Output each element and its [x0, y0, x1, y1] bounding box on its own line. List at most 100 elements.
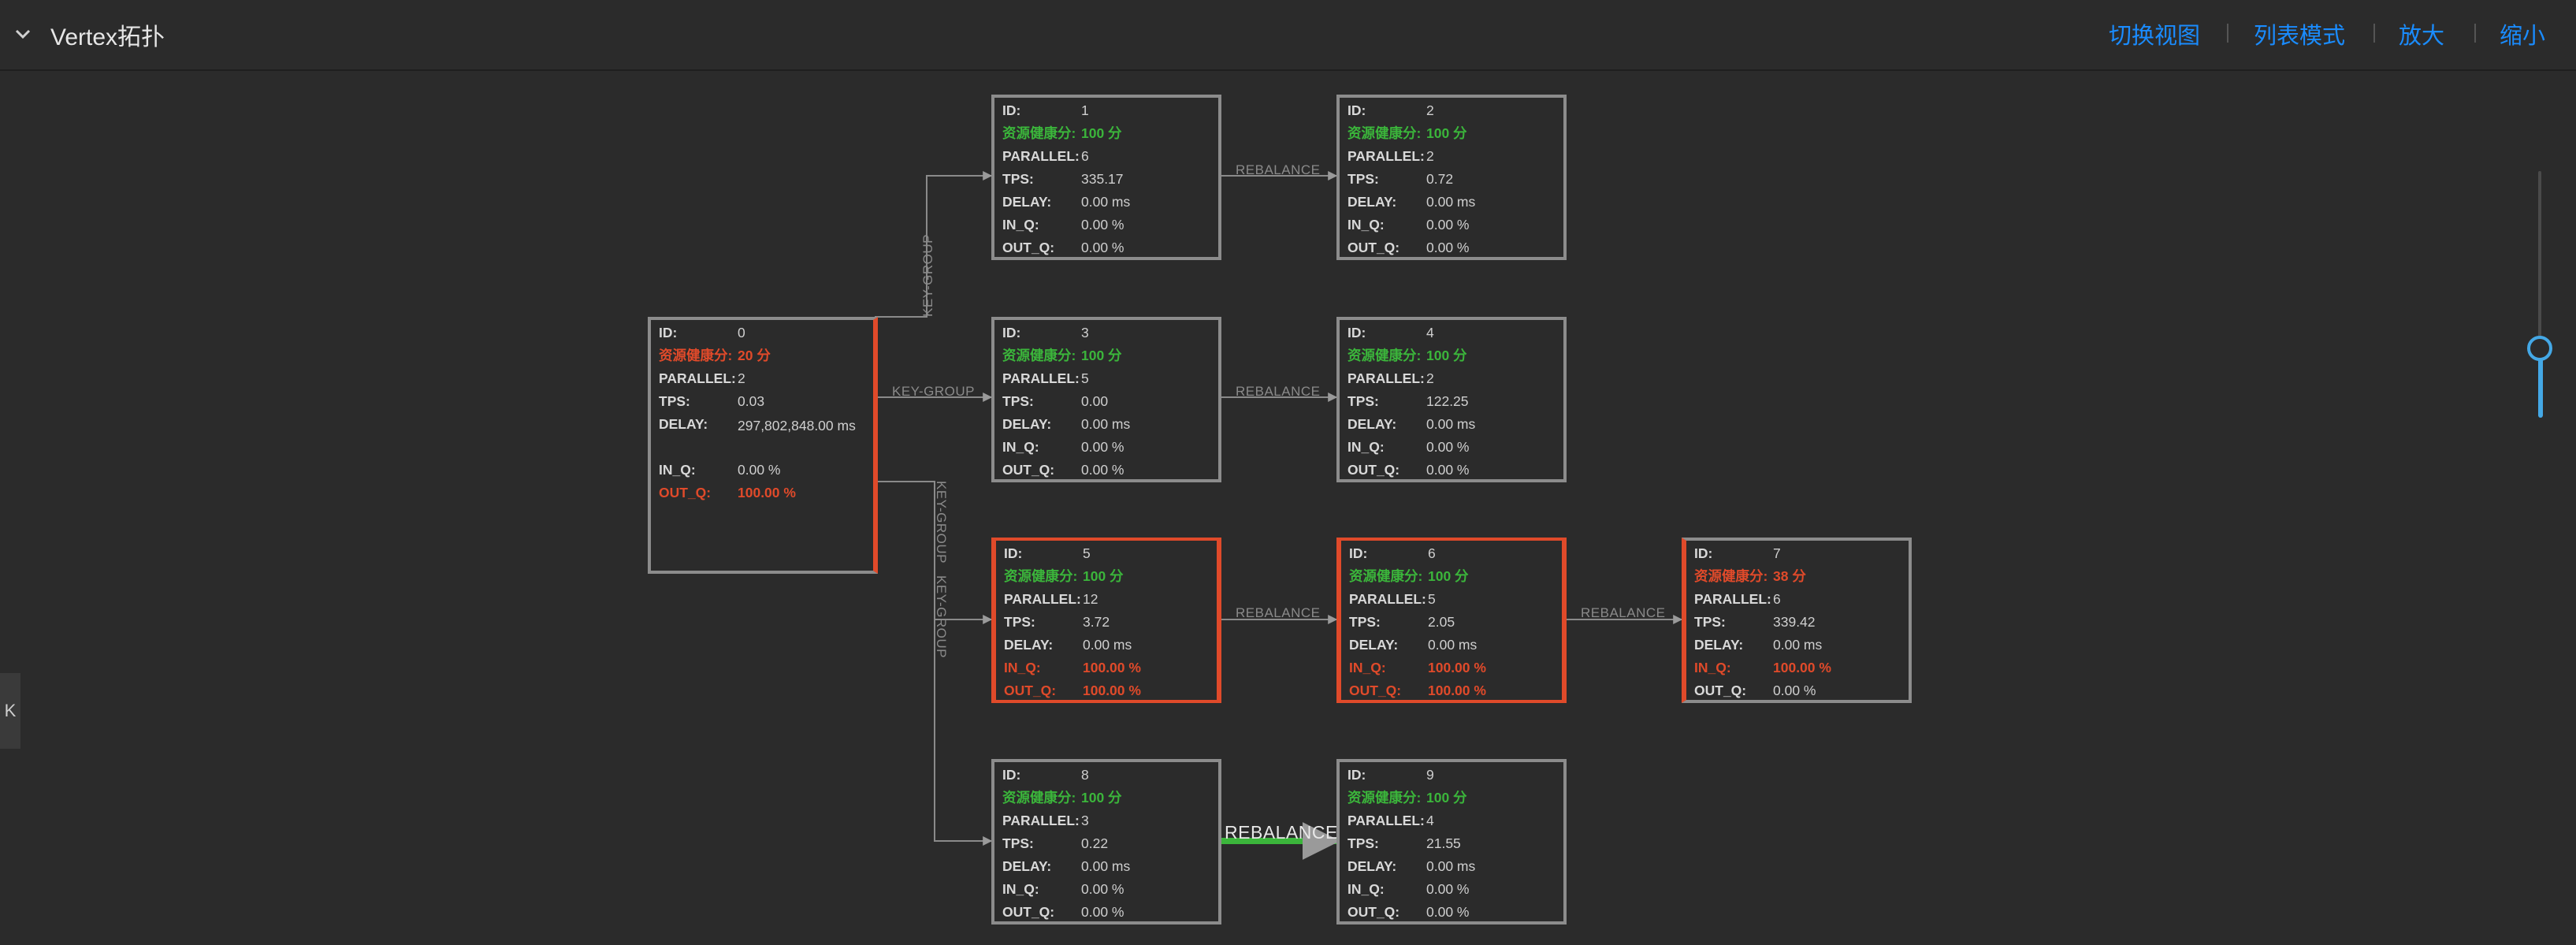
metric-row: OUT_Q:0.00 %: [1686, 679, 1909, 702]
vertex-node-2[interactable]: ID:2 资源健康分:100 分 PARALLEL:2 TPS:0.72 DEL…: [1336, 95, 1567, 260]
metric-label: 资源健康分:: [1002, 125, 1076, 141]
metric-label: TPS:: [1694, 614, 1726, 630]
metric-label: PARALLEL:: [1347, 148, 1425, 164]
metric-value: 122.25: [1426, 393, 1469, 409]
metric-value: 5: [1083, 545, 1091, 561]
metric-value: 0.00 ms: [1081, 194, 1131, 210]
metric-label: ID:: [659, 325, 678, 340]
metric-row: TPS:3.72: [996, 611, 1217, 634]
vertex-node-1[interactable]: ID:1 资源健康分:100 分 PARALLEL:6 TPS:335.17 D…: [991, 95, 1221, 260]
metric-label: PARALLEL:: [659, 370, 736, 386]
zoom-slider-handle[interactable]: [2527, 336, 2552, 361]
metric-label: TPS:: [659, 393, 690, 409]
metric-value: 0.00 %: [1426, 240, 1470, 255]
metric-label: IN_Q:: [1349, 660, 1386, 675]
metric-label: 资源健康分:: [1002, 348, 1076, 363]
metric-value: 8: [1081, 767, 1089, 783]
edge-layer: [875, 171, 1683, 860]
metric-row: ID:8: [994, 764, 1218, 787]
metric-label: TPS:: [1002, 393, 1034, 409]
metric-label: ID:: [1347, 325, 1366, 340]
metric-label: DELAY:: [1347, 194, 1397, 210]
metric-label: TPS:: [1004, 614, 1035, 630]
metric-row: TPS:335.17: [994, 168, 1218, 191]
metric-label: 资源健康分:: [1694, 568, 1768, 584]
chevron-down-icon[interactable]: [11, 22, 35, 46]
metric-value: 0.00: [1081, 393, 1109, 409]
metric-row: IN_Q:100.00 %: [996, 657, 1217, 679]
metric-value: 0.00 ms: [1426, 416, 1476, 432]
metric-row: PARALLEL:5: [1341, 588, 1562, 611]
vertex-node-5[interactable]: ID:5 资源健康分:100 分 PARALLEL:12 TPS:3.72 DE…: [991, 538, 1221, 703]
vertex-node-0[interactable]: ID:0 资源健康分:20 分 PARALLEL:2 TPS:0.03 DELA…: [648, 317, 878, 574]
metric-row: ID:7: [1686, 542, 1909, 565]
metric-label: DELAY:: [1694, 637, 1744, 653]
metric-value: 21.55: [1426, 835, 1461, 851]
metric-value: 0.22: [1081, 835, 1109, 851]
metric-value: 0.00 %: [1081, 217, 1124, 233]
metric-label: TPS:: [1349, 614, 1381, 630]
metric-row: TPS:0.22: [994, 832, 1218, 855]
metric-label: PARALLEL:: [1347, 370, 1425, 386]
edge-label: KEY-GROUP: [920, 234, 935, 317]
topology-canvas[interactable]: KEY-GROUP KEY-GROUP KEY-GROUP KEY-GROUP …: [0, 71, 2576, 945]
zoom-slider-track[interactable]: [2538, 171, 2541, 417]
metric-value: 0.00 ms: [1426, 194, 1476, 210]
metric-row: IN_Q:0.00 %: [1340, 214, 1563, 236]
metric-row: PARALLEL:2: [1340, 367, 1563, 390]
metric-label: ID:: [1347, 102, 1366, 118]
metric-label: IN_Q:: [1004, 660, 1041, 675]
metric-row: PARALLEL:2: [1340, 145, 1563, 168]
list-mode-button[interactable]: 列表模式: [2254, 24, 2346, 49]
metric-row: ID:5: [996, 542, 1217, 565]
metric-row: PARALLEL:6: [994, 145, 1218, 168]
metric-value: 0.00 %: [1426, 904, 1470, 920]
metric-value: 1: [1081, 102, 1089, 118]
separator: [2227, 24, 2228, 43]
vertex-node-7[interactable]: ID:7 资源健康分:38 分 PARALLEL:6 TPS:339.42 DE…: [1682, 538, 1912, 703]
metric-row: 资源健康分:100 分: [1340, 787, 1563, 809]
metric-row: 资源健康分:100 分: [994, 787, 1218, 809]
vertex-node-9[interactable]: ID:9 资源健康分:100 分 PARALLEL:4 TPS:21.55 DE…: [1336, 759, 1567, 925]
edge-label: KEY-GROUP: [934, 575, 949, 658]
vertex-node-4[interactable]: ID:4 资源健康分:100 分 PARALLEL:2 TPS:122.25 D…: [1336, 317, 1567, 482]
metric-row: ID: 1: [994, 99, 1218, 122]
metric-value: 0.00 %: [1081, 439, 1124, 455]
metric-value: 100.00 %: [738, 485, 796, 500]
vertex-node-6[interactable]: ID:6 资源健康分:100 分 PARALLEL:5 TPS:2.05 DEL…: [1336, 538, 1567, 703]
zoom-in-button[interactable]: 放大: [2399, 24, 2445, 49]
metric-row: TPS:21.55: [1340, 832, 1563, 855]
metric-label: PARALLEL:: [1347, 813, 1425, 828]
metric-value: 12: [1083, 591, 1098, 607]
metric-value: 0.00 %: [1773, 683, 1816, 698]
switch-view-button[interactable]: 切换视图: [2109, 24, 2201, 49]
metric-row: 资源健康分:100 分: [1341, 565, 1562, 588]
metric-label: PARALLEL:: [1694, 591, 1771, 607]
metric-row: ID: 0: [651, 322, 873, 344]
metric-row: PARALLEL:3: [994, 809, 1218, 832]
metric-row: DELAY: 0.00 ms: [1686, 634, 1909, 657]
metric-label: OUT_Q:: [659, 485, 712, 500]
side-panel-tab[interactable]: K: [0, 673, 20, 749]
vertex-node-3[interactable]: ID:3 资源健康分:100 分 PARALLEL:5 TPS:0.00 DEL…: [991, 317, 1221, 482]
metric-value: 4: [1426, 813, 1434, 828]
metric-value: 2: [1426, 102, 1434, 118]
metric-label: PARALLEL:: [1002, 370, 1080, 386]
metric-row: IN_Q:0.00 %: [1340, 878, 1563, 901]
metric-value: 0.00 ms: [1773, 637, 1823, 653]
metric-value: 38 分: [1773, 568, 1806, 584]
metric-value: 100 分: [1081, 790, 1122, 805]
vertex-node-8[interactable]: ID:8 资源健康分:100 分 PARALLEL:3 TPS:0.22 DEL…: [991, 759, 1221, 925]
metric-label: TPS:: [1002, 171, 1034, 187]
metric-label: DELAY:: [1347, 416, 1397, 432]
panel-header: Vertex拓扑 切换视图 列表模式 放大 缩小: [0, 0, 2576, 71]
metric-value: 0.00 ms: [1426, 858, 1476, 874]
metric-value: 0.00 %: [1081, 462, 1124, 478]
metric-label: OUT_Q:: [1002, 462, 1055, 478]
metric-label: ID:: [1002, 102, 1021, 118]
metric-row: TPS:0.03: [651, 390, 873, 413]
metric-row: OUT_Q:0.00 %: [1340, 236, 1563, 259]
metric-label: DELAY:: [659, 416, 708, 432]
vertex-id: 0: [738, 325, 745, 340]
zoom-out-button[interactable]: 缩小: [2500, 24, 2546, 49]
